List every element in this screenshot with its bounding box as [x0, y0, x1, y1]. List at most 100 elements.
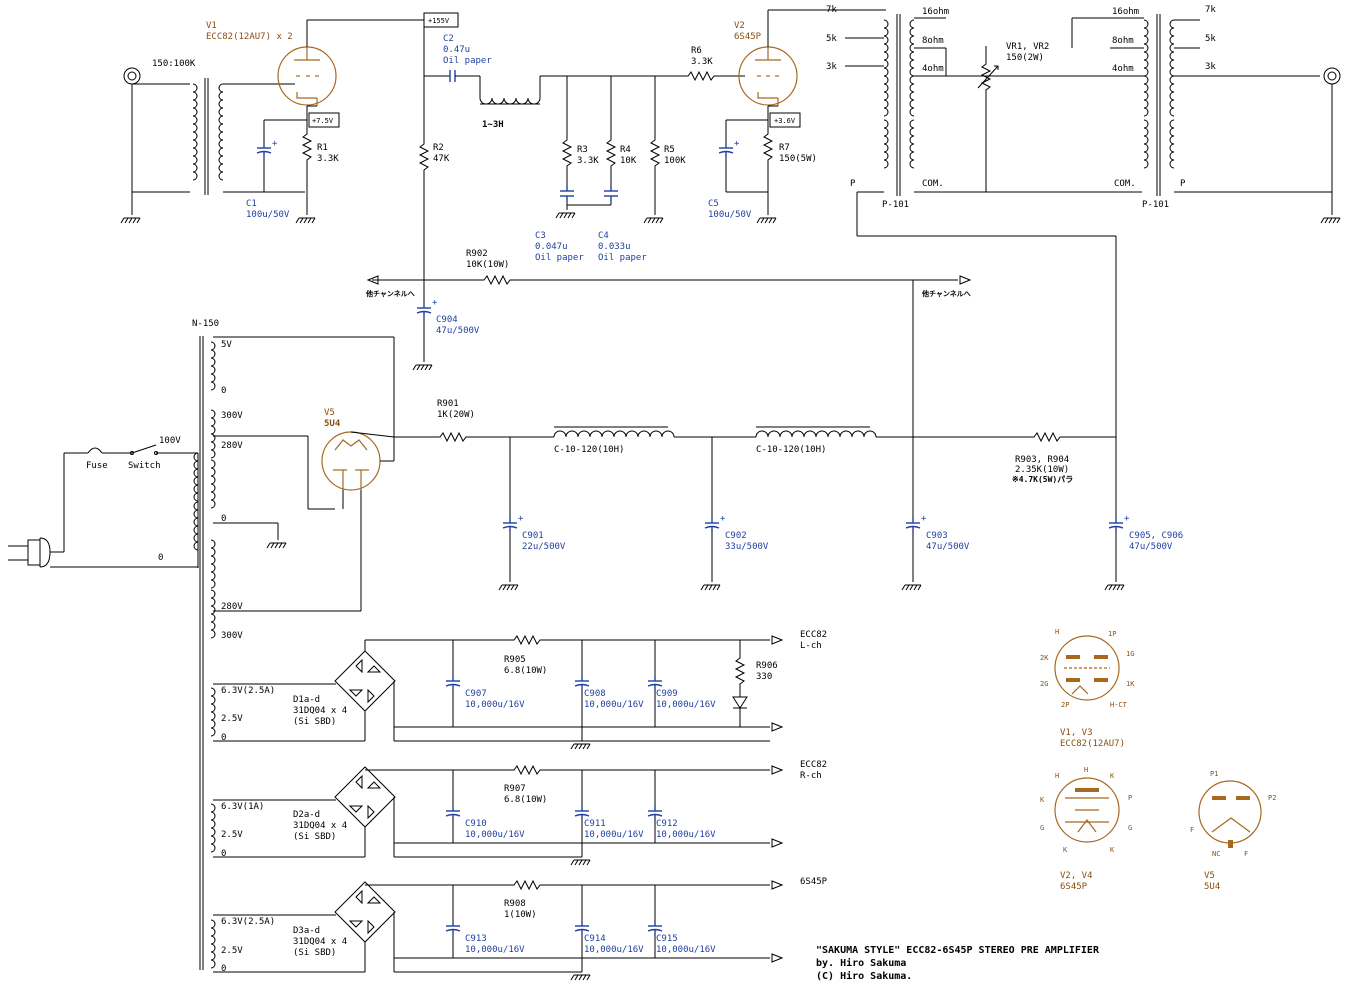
pt-5v-tap: 5V [221, 340, 232, 350]
otl-tap-com: COM. [922, 179, 944, 189]
pinout1-ref: V1, V3 [1060, 728, 1093, 738]
svg-text:+: + [432, 298, 438, 308]
r2-value: 47K [433, 154, 450, 164]
d3-ref: D3a-d [293, 926, 320, 936]
heater-supply-2 [213, 765, 784, 866]
c1-ref: C1 [246, 199, 257, 209]
otr-tap-8ohm: 8ohm [1112, 36, 1134, 46]
otl-tap-4ohm: 4ohm [922, 64, 944, 74]
otr-tap-p: P [1180, 179, 1186, 189]
svg-text:+: + [734, 139, 740, 149]
r1-value: 3.3K [317, 154, 339, 164]
v5-ref: V5 [324, 408, 335, 418]
pinout3-type: 5U4 [1204, 882, 1220, 892]
c4-value: 0.033u [598, 242, 631, 252]
c4-ref: C4 [598, 231, 609, 241]
r902-value: 10K(10W) [466, 260, 509, 270]
c910-ref: C910 [465, 819, 487, 829]
pt-300v-tap-a: 300V [221, 411, 243, 421]
r905-ref: R905 [504, 655, 526, 665]
svg-text:P2: P2 [1268, 794, 1276, 802]
otr-tap-5k: 5k [1205, 34, 1216, 44]
svg-text:P1: P1 [1210, 770, 1218, 778]
c908-value: 10,000u/16V [584, 700, 644, 710]
otr-tap-com: COM. [1114, 179, 1136, 189]
svg-text:+: + [720, 514, 726, 524]
r906-value: 330 [756, 672, 772, 682]
svg-text:F: F [1190, 826, 1194, 834]
r903-ref: R903, R904 [1015, 455, 1069, 465]
r901-value: 1K(20W) [437, 410, 475, 420]
mains-input: Fuse Switch [8, 444, 198, 568]
heater1-dest: ECC82 [800, 630, 827, 640]
otl-tap-7k: 7k [826, 5, 837, 15]
c904-ref: C904 [436, 315, 458, 325]
heater3-dest: 6S45P [800, 877, 828, 887]
otl-tap-8ohm: 8ohm [922, 36, 944, 46]
pt-primary-voltage: 100V [159, 436, 181, 446]
title-line-1: "SAKUMA STYLE" ECC82-6S45P STEREO PRE AM… [816, 945, 1100, 956]
c914-ref: C914 [584, 934, 606, 944]
b-plus-voltage: +155V [428, 17, 450, 25]
choke2-value: C-10-120(10H) [756, 445, 826, 455]
input-transformer: 150:100K [152, 59, 305, 195]
pt-heater1-25v: 2.5V [221, 714, 243, 724]
r902-ref: R902 [466, 249, 488, 259]
vr-ref: VR1, VR2 [1006, 42, 1049, 52]
heater2-dest: ECC82 [800, 760, 827, 770]
c913-value: 10,000u/16V [465, 945, 525, 955]
pt-5v-zero: 0 [221, 386, 226, 396]
c904-value: 47u/500V [436, 326, 480, 336]
r4-value: 10K [620, 156, 637, 166]
tube-v2: V2 6S45P [734, 9, 886, 120]
r3-value: 3.3K [577, 156, 599, 166]
pt-280v-tap-a: 280V [221, 441, 243, 451]
r903-note: ※4.7K(5W)パラ [1012, 474, 1073, 484]
r4-ref: R4 [620, 145, 631, 155]
to-other-channel-left: 他チャンネルへ [365, 289, 415, 298]
pt-heater2-25v: 2.5V [221, 830, 243, 840]
c911-ref: C911 [584, 819, 606, 829]
r5-ref: R5 [664, 145, 675, 155]
c902-ref: C902 [725, 531, 747, 541]
d1-ref: D1a-d [293, 695, 320, 705]
c5-value: 100u/50V [708, 210, 752, 220]
svg-text:K: K [1063, 846, 1068, 854]
v2-type: 6S45P [734, 32, 762, 42]
heater1-dest-ch: L-ch [800, 641, 822, 651]
svg-text:+: + [921, 514, 927, 524]
c910-value: 10,000u/16V [465, 830, 525, 840]
svg-text:2K: 2K [1040, 654, 1049, 662]
c915-ref: C915 [656, 934, 678, 944]
c909-ref: C909 [656, 689, 678, 699]
svg-text:1K: 1K [1126, 680, 1135, 688]
c2-ref: C2 [443, 34, 454, 44]
svg-text:H: H [1084, 766, 1088, 774]
r901-ref: R901 [437, 399, 459, 409]
c901-ref: C901 [522, 531, 544, 541]
svg-text:P: P [1128, 794, 1132, 802]
c905-value: 47u/500V [1129, 542, 1173, 552]
svg-text:G: G [1040, 824, 1044, 832]
svg-text:2G: 2G [1040, 680, 1048, 688]
output-transformer-right: 16ohm 8ohm 4ohm COM. P 7k 5k 3k P-101 [1000, 5, 1332, 210]
title-block: "SAKUMA STYLE" ECC82-6S45P STEREO PRE AM… [816, 945, 1100, 982]
c911-value: 10,000u/16V [584, 830, 644, 840]
v1-ref: V1 [206, 21, 217, 31]
v1-cathode-voltage: +7.5V [312, 117, 334, 125]
svg-text:K: K [1110, 846, 1115, 854]
v1-type: ECC82(12AU7) x 2 [206, 32, 293, 42]
vr-value: 150(2W) [1006, 53, 1044, 63]
d2-ref: D2a-d [293, 810, 320, 820]
output-transformer-left: 7k 5k 3k P 16ohm 8ohm 4ohm COM. P-101 [826, 5, 1116, 237]
otl-name: P-101 [882, 200, 909, 210]
otr-tap-3k: 3k [1205, 62, 1216, 72]
otl-tap-5k: 5k [826, 34, 837, 44]
pt-heater1-zero: 0 [221, 733, 226, 743]
d1-diode: 31DQ04 x 4 [293, 706, 347, 716]
c903-ref: C903 [926, 531, 948, 541]
r908-value: 1(10W) [504, 910, 537, 920]
pt-heater2: 6.3V(1A) [221, 802, 264, 812]
svg-text:+: + [1124, 514, 1130, 524]
